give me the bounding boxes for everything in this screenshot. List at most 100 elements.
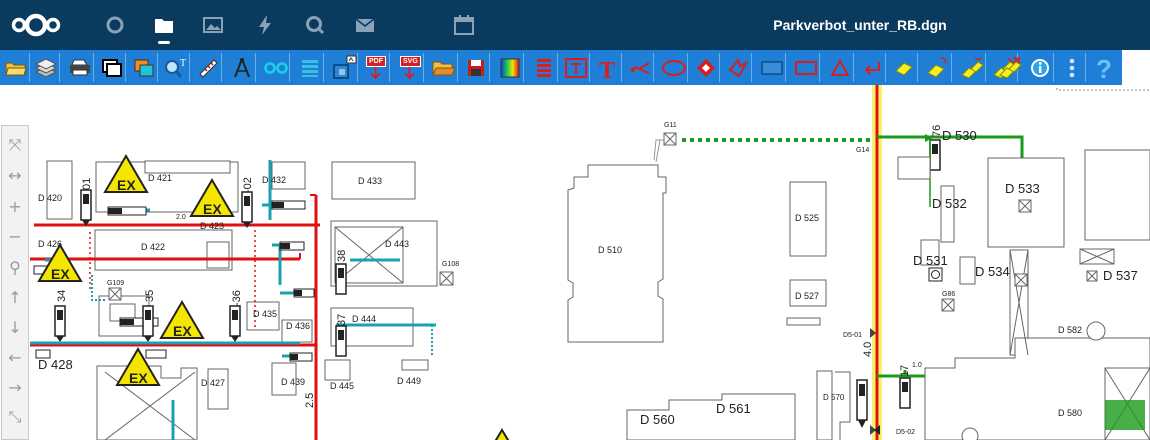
export-svg-icon[interactable]: SVG <box>396 53 424 82</box>
label-d436: D 436 <box>286 321 310 331</box>
label-v76: 76 <box>931 125 943 137</box>
ex-label: EX <box>173 323 192 339</box>
svg-text:?: ? <box>1096 55 1112 81</box>
label-d534: D 534 <box>975 264 1010 279</box>
compass-icon[interactable] <box>228 53 256 82</box>
label-dim-40: 4.0 <box>862 342 874 357</box>
photos-icon[interactable] <box>202 14 224 36</box>
label-d421: D 421 <box>148 173 172 183</box>
svg-text:T: T <box>599 58 615 80</box>
label-d423: D 423 <box>200 221 224 231</box>
open-file-icon[interactable] <box>430 53 458 82</box>
ex-label: EX <box>203 201 222 217</box>
label-v34: 34 <box>56 290 68 302</box>
label-d531: D 531 <box>913 253 948 268</box>
label-d502: D5-02 <box>896 429 915 436</box>
circle-app-icon[interactable] <box>104 14 126 36</box>
label-d532: D 532 <box>932 196 967 211</box>
pdf-label: PDF <box>366 56 386 67</box>
eraser-icon[interactable] <box>890 53 918 82</box>
list-icon[interactable] <box>296 53 324 82</box>
label-dim-20: 2.0 <box>176 214 186 221</box>
mail-icon[interactable] <box>354 14 376 36</box>
svg-text:T: T <box>180 58 186 69</box>
label-dim-25: 2.5 <box>304 393 316 408</box>
zoom-out-icon[interactable]: − <box>8 226 22 246</box>
collapse-icon[interactable]: ⤡ <box>8 407 22 426</box>
eraser-add-icon[interactable] <box>924 53 952 82</box>
activity-icon[interactable] <box>254 14 276 36</box>
ruler-icon[interactable] <box>194 53 222 82</box>
rectangle-filled-icon[interactable] <box>758 53 786 82</box>
label-d445: D 445 <box>330 381 354 391</box>
export-pdf-icon[interactable]: PDF <box>362 53 390 82</box>
pan-right-icon[interactable]: → <box>8 377 22 397</box>
undo-arrow-icon[interactable] <box>858 53 886 82</box>
layers-icon[interactable] <box>32 53 60 82</box>
building-d510 <box>567 164 667 343</box>
glasses-icon[interactable] <box>262 53 290 82</box>
label-d444: D 444 <box>352 314 376 324</box>
label-dim-10: 1.0 <box>912 362 922 369</box>
label-g86: G86 <box>942 291 955 298</box>
document-title: Parkverbot_unter_RB.dgn <box>773 17 947 33</box>
pan-left-icon[interactable]: ← <box>8 347 22 367</box>
label-d533: D 533 <box>1005 181 1040 196</box>
label-d510: D 510 <box>598 245 622 255</box>
windows-icon[interactable] <box>130 53 158 82</box>
print-icon[interactable] <box>66 53 94 82</box>
search-icon[interactable] <box>304 14 326 36</box>
ex-label: EX <box>51 266 70 282</box>
label-g11: G11 <box>664 122 677 129</box>
active-app-indicator <box>158 41 170 44</box>
color-palette-icon[interactable] <box>496 53 524 82</box>
snapshot-icon[interactable] <box>330 53 358 82</box>
scissors-icon[interactable] <box>626 53 654 82</box>
eraser-multi-icon[interactable] <box>958 53 986 82</box>
label-d433: D 433 <box>358 176 382 186</box>
frame-icon[interactable] <box>562 53 590 82</box>
save-icon[interactable] <box>462 53 490 82</box>
open-folder-icon[interactable] <box>2 53 30 82</box>
pan-up-icon[interactable]: ↑ <box>8 287 22 307</box>
rectangle-icon[interactable] <box>792 53 820 82</box>
label-d501: D5-01 <box>843 332 862 339</box>
text-tool-icon[interactable]: T <box>594 53 622 82</box>
label-d432: D 432 <box>262 175 286 185</box>
ellipse-icon[interactable] <box>660 53 688 82</box>
label-d439: D 439 <box>281 377 305 387</box>
files-icon[interactable] <box>153 14 175 36</box>
label-d537: D 537 <box>1103 268 1138 283</box>
calendar-icon[interactable] <box>453 14 475 36</box>
fullscreen-icon[interactable]: ⤧ <box>8 135 22 154</box>
polyline-icon[interactable] <box>724 53 752 82</box>
label-v37: 37 <box>336 314 348 326</box>
zoom-search-icon[interactable]: ⚲ <box>9 257 21 277</box>
copy-window-icon[interactable] <box>98 53 126 82</box>
label-g109: G109 <box>107 280 124 287</box>
label-d428: D 428 <box>38 357 73 372</box>
label-d449: D 449 <box>397 376 421 386</box>
diamond-icon[interactable] <box>692 53 720 82</box>
logo-icon[interactable] <box>10 8 62 42</box>
stack-icon[interactable] <box>530 53 558 82</box>
drawing-toolbar: T PDF SVG T ? <box>0 50 1122 85</box>
more-icon[interactable] <box>1058 53 1086 82</box>
fit-width-icon[interactable]: ↔ <box>8 165 22 185</box>
label-v02: -02 <box>242 177 254 193</box>
info-icon[interactable] <box>1026 53 1054 82</box>
cad-drawing-canvas[interactable]: EX EX EX EX EX D 420 D 421 D 422 D 423 D… <box>0 85 1150 440</box>
label-d443: D 443 <box>385 239 409 249</box>
ex-label: EX <box>117 177 136 193</box>
triangle-icon[interactable] <box>826 53 854 82</box>
label-d420: D 420 <box>38 193 62 203</box>
help-icon[interactable]: ? <box>1090 53 1118 82</box>
label-d422: D 422 <box>141 242 165 252</box>
zoom-text-icon[interactable]: T <box>162 53 190 82</box>
label-v36: -36 <box>231 290 243 306</box>
zoom-in-icon[interactable]: + <box>8 196 22 216</box>
eraser-delete-icon[interactable] <box>996 53 1024 82</box>
pan-down-icon[interactable]: ↓ <box>8 317 22 337</box>
label-d561: D 561 <box>716 401 751 416</box>
map-navigation-bar: ⤧ ↔ + − ⚲ ↑ ↓ ← → ⤡ <box>1 125 29 440</box>
